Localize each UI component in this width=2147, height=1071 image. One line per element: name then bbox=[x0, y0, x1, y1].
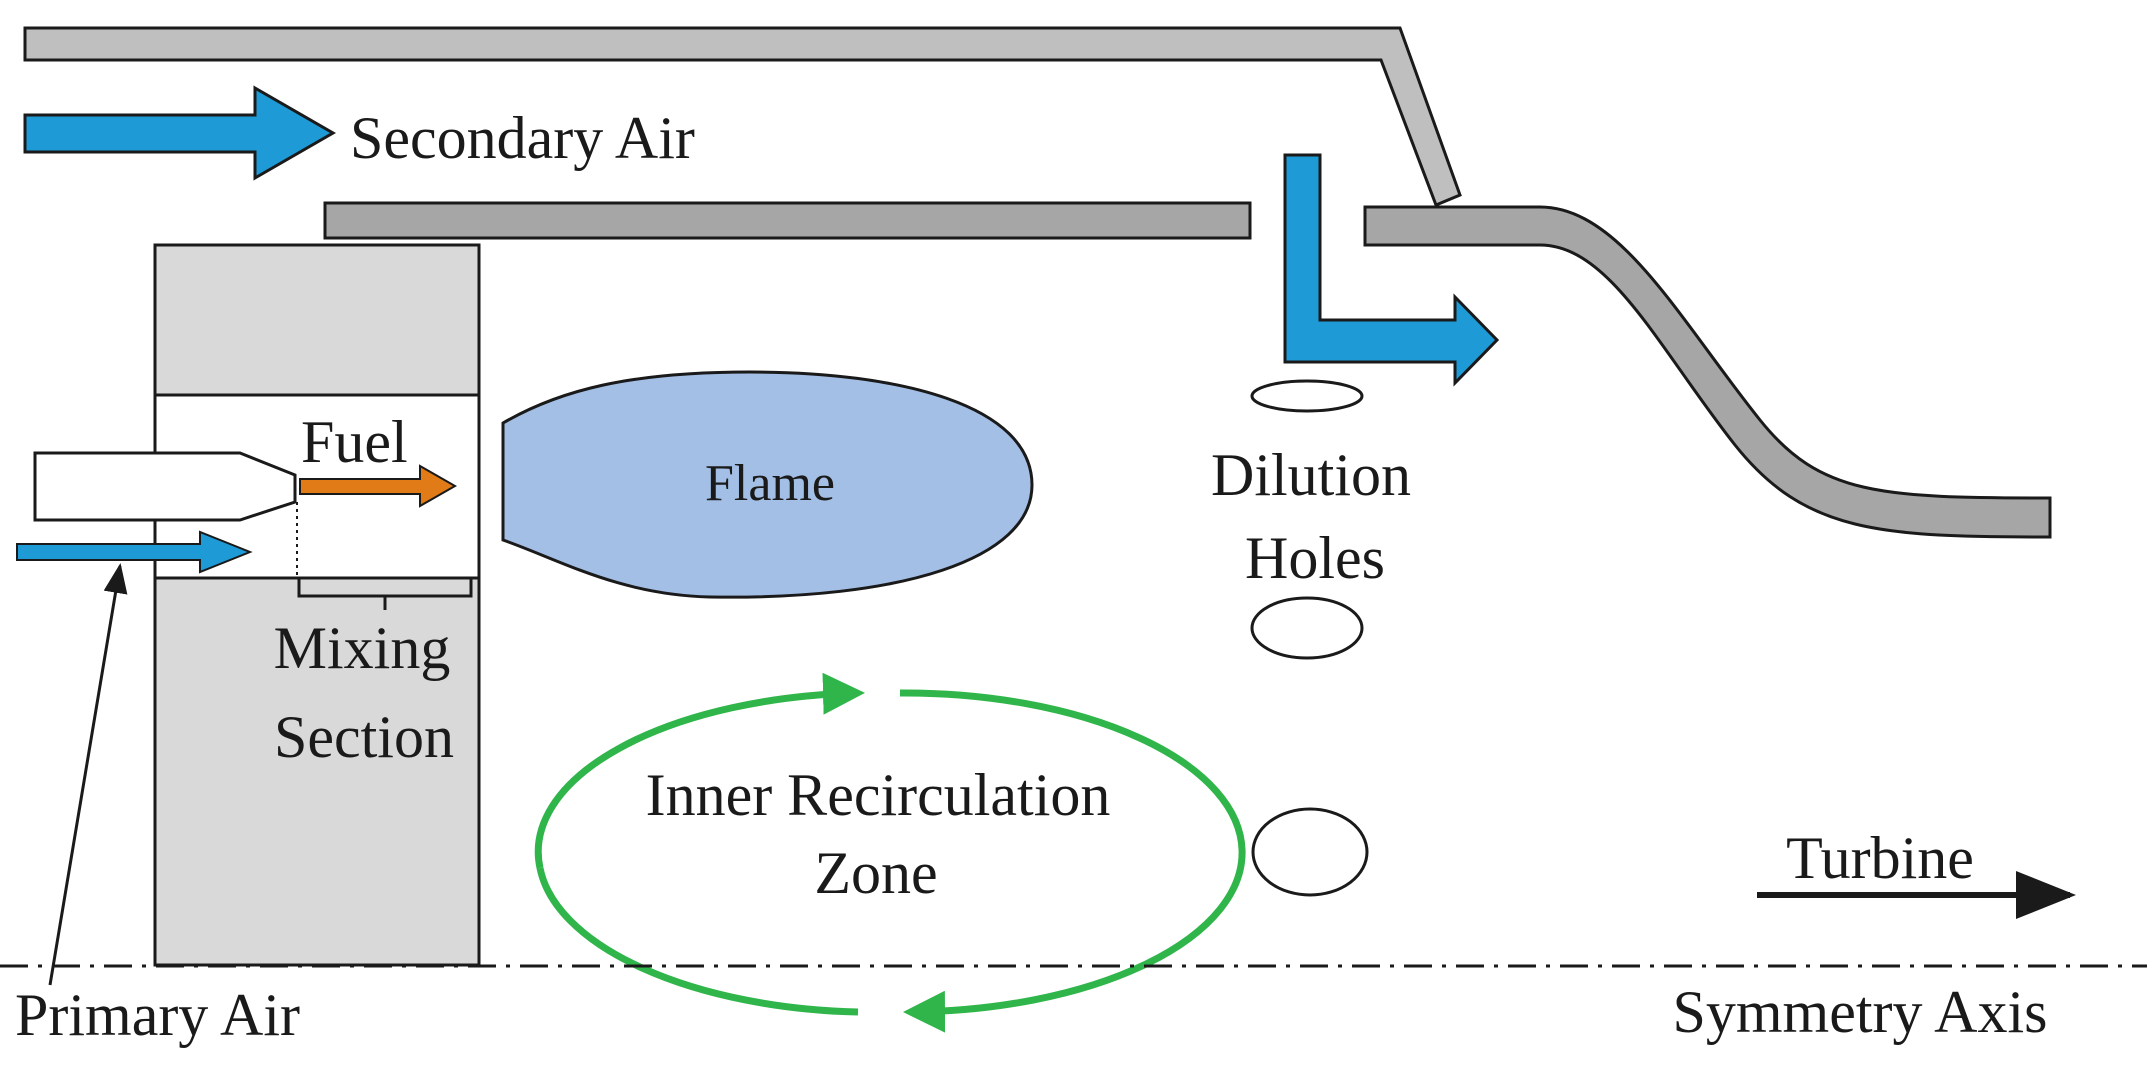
flame-label: Flame bbox=[705, 455, 835, 512]
recirculation-arc-bottom bbox=[536, 867, 859, 1016]
secondary-air-arrow bbox=[23, 85, 337, 181]
dilution-hole-middle bbox=[1250, 596, 1364, 660]
dilution-holes-label-2: Holes bbox=[1245, 525, 1385, 591]
primary-air-pointer bbox=[48, 563, 128, 986]
recirculation-label-2: Zone bbox=[814, 840, 937, 906]
recirculation-arc-top bbox=[534, 672, 865, 869]
liner-transition-wall bbox=[1363, 205, 2052, 539]
fuel-injector bbox=[33, 451, 297, 522]
dilution-hole-bottom bbox=[1251, 807, 1369, 897]
primary-air-label: Primary Air bbox=[15, 982, 300, 1048]
turbine-label: Turbine bbox=[1786, 825, 1974, 891]
outer-casing bbox=[23, 26, 1462, 207]
liner-top-wall bbox=[323, 201, 1252, 240]
dilution-air-arrow bbox=[1283, 153, 1500, 387]
fuel-label: Fuel bbox=[301, 409, 408, 475]
symmetry-axis-label: Symmetry Axis bbox=[1672, 979, 2047, 1045]
recirculation-label-1: Inner Recirculation bbox=[646, 762, 1111, 828]
fuel-arrow bbox=[299, 464, 458, 508]
recirculation-arc-right bbox=[899, 689, 1246, 1033]
mixing-section-label-2: Section bbox=[274, 704, 454, 770]
mixing-section-bracket bbox=[297, 578, 473, 610]
mixing-block bbox=[153, 243, 481, 967]
mixing-section-label-1: Mixing bbox=[274, 615, 451, 681]
dilution-holes-label-1: Dilution bbox=[1211, 442, 1411, 508]
secondary-air-label: Secondary Air bbox=[350, 105, 695, 171]
flame-shape bbox=[501, 370, 1034, 599]
dilution-hole-top bbox=[1250, 379, 1364, 413]
primary-air-arrow bbox=[16, 530, 253, 574]
